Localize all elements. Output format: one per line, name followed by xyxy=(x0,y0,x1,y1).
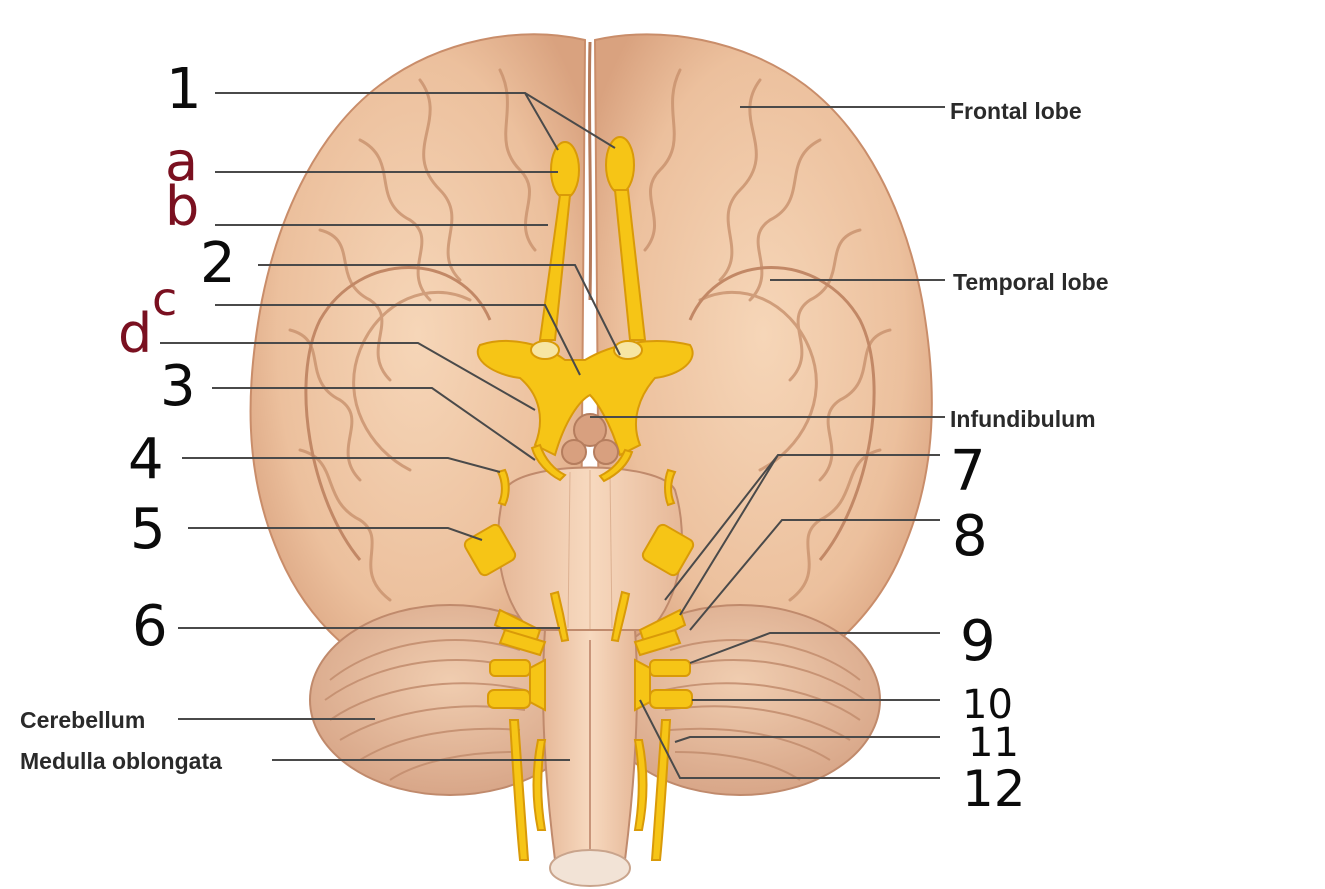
leader-d xyxy=(160,342,536,411)
right-temporal-pole xyxy=(688,266,876,561)
infundibulum-structure xyxy=(561,413,619,465)
leader-4 xyxy=(182,457,501,473)
left-oculomotor-nerve xyxy=(530,443,567,482)
label-medulla-oblongata: Medulla oblongata xyxy=(20,748,222,774)
hand-letter-b: b xyxy=(165,175,199,238)
left-trochlear-nerve xyxy=(496,468,510,507)
left-glossopharyngeal xyxy=(489,659,531,677)
hand-letter-d: d xyxy=(118,302,152,365)
label-frontal-lobe: Frontal lobe xyxy=(950,98,1082,124)
leader-1 xyxy=(215,92,616,151)
hand-letter-c: c xyxy=(152,272,177,326)
hand-letter-a: a xyxy=(165,130,198,193)
leader-2 xyxy=(258,264,621,356)
right-trigeminal-nerve xyxy=(641,523,695,577)
hand-number-4: 4 xyxy=(128,427,164,492)
left-abducens-nerve xyxy=(549,590,570,643)
hand-number-8: 8 xyxy=(952,504,988,569)
left-hypoglossal-nerve xyxy=(532,739,547,831)
leader-lines xyxy=(160,92,945,779)
hand-number-3: 3 xyxy=(160,354,196,419)
right-trochlear-nerve xyxy=(664,468,677,507)
handwritten-numbers: 1 2 3 4 5 6 7 8 9 10 11 12 xyxy=(128,57,1026,818)
leader-11 xyxy=(674,736,940,743)
right-hypoglossal-nerve xyxy=(633,739,648,831)
hand-number-1: 1 xyxy=(166,57,202,122)
right-accessory-nerve xyxy=(650,719,672,861)
printed-labels: Frontal lobe Temporal lobe Infundibulum … xyxy=(20,98,1109,774)
cranial-nerves xyxy=(463,136,695,861)
right-glossopharyngeal xyxy=(649,659,691,677)
leader-c xyxy=(215,304,581,376)
hand-number-2: 2 xyxy=(200,231,236,296)
hand-number-9: 9 xyxy=(960,609,996,674)
leader-3 xyxy=(212,387,536,461)
right-olfactory-tract xyxy=(613,189,647,341)
brainstem xyxy=(497,466,683,887)
right-abducens-nerve xyxy=(610,590,631,643)
leader-9 xyxy=(689,632,940,664)
leader-8 xyxy=(689,519,940,631)
hand-number-6: 6 xyxy=(132,594,168,659)
label-temporal-lobe: Temporal lobe xyxy=(953,269,1109,295)
left-temporal-pole xyxy=(304,266,492,561)
left-olfactory-bulb xyxy=(550,141,580,199)
hand-number-11: 11 xyxy=(968,720,1019,766)
label-infundibulum: Infundibulum xyxy=(950,406,1096,432)
handwritten-letters: a b c d xyxy=(118,130,199,365)
left-accessory-nerve xyxy=(508,719,530,861)
spinal-cord-section xyxy=(549,849,631,887)
left-olfactory-tract xyxy=(538,194,572,341)
right-vagus xyxy=(649,689,693,709)
leader-5 xyxy=(188,527,483,541)
longitudinal-fissure xyxy=(587,41,593,301)
hand-number-10: 10 xyxy=(962,682,1013,728)
optic-chiasma xyxy=(476,339,694,457)
hand-number-12: 12 xyxy=(962,760,1026,818)
hand-number-7: 7 xyxy=(950,439,986,504)
right-oculomotor-nerve xyxy=(598,448,634,483)
label-cerebellum: Cerebellum xyxy=(20,707,145,733)
leader-7 xyxy=(664,454,940,616)
left-vagus xyxy=(487,689,531,709)
hand-number-5: 5 xyxy=(130,497,166,562)
gyri-pattern xyxy=(288,68,892,602)
leader-12 xyxy=(639,699,940,779)
